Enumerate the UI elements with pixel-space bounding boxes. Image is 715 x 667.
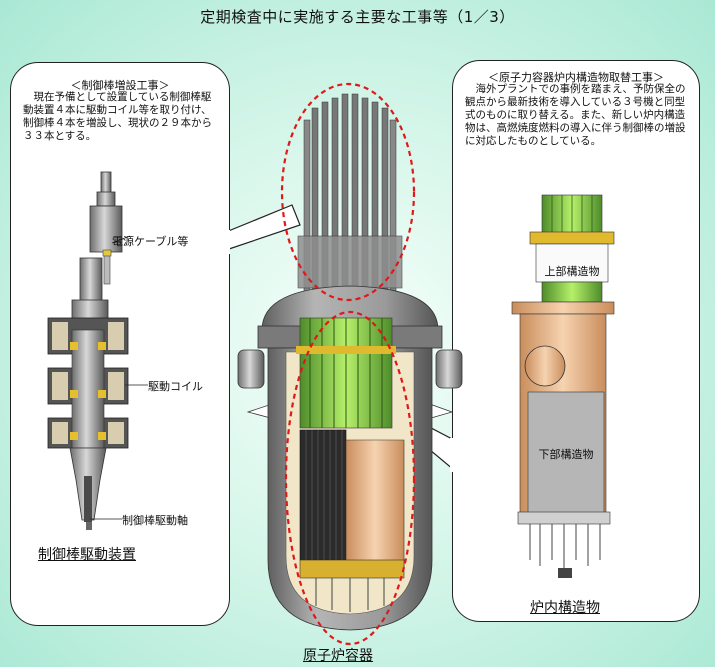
highlight-crdm-ellipse xyxy=(280,82,416,302)
control-rod-description: 現在予備として設置している制御棒駆動装置４本に駆動コイル等を取り付け、制御棒４本… xyxy=(23,91,212,142)
crdm-drawing xyxy=(47,171,148,530)
control-rod-heading: ＜制御棒増設工事＞ xyxy=(70,79,170,92)
reactor-internals-heading: ＜原子力容器炉内構造物取替工事＞ xyxy=(488,71,664,84)
upper-internals-label: 上部構造物 xyxy=(544,265,600,278)
power-cable-label: 電源ケーブル等 xyxy=(112,235,189,248)
lower-internals-label: 下部構造物 xyxy=(538,448,594,461)
reactor-vessel-drawing xyxy=(237,93,463,631)
drive-shaft-label: 制御棒駆動軸 xyxy=(122,514,188,527)
reactor-vessel-caption: 原子炉容器 xyxy=(303,648,373,664)
drive-coil-stack xyxy=(47,317,129,449)
page-title: 定期検査中に実施する主要な工事等（1／3） xyxy=(200,8,515,26)
drive-coil-label: 駆動コイル xyxy=(148,380,203,393)
reactor-internals-caption: 炉内構造物 xyxy=(530,600,600,616)
reactor-internals-drawing xyxy=(511,194,615,578)
crdm-caption: 制御棒駆動装置 xyxy=(38,547,136,563)
highlight-internals-ellipse xyxy=(284,310,416,646)
reactor-internals-description: 海外プラントでの事例を踏まえ、予防保全の観点から最新技術を導入している３号機と同… xyxy=(465,83,686,147)
